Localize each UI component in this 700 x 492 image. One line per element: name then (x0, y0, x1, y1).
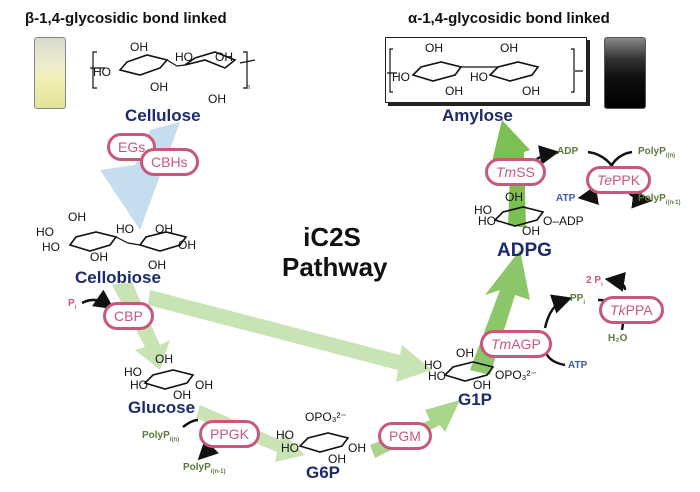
enzyme-pgm: PGM (378, 422, 432, 450)
adpg-ho-2: HO (478, 214, 496, 228)
g6p-opo3: OPO₃²⁻ (305, 410, 347, 424)
cellulose-vial-photo (34, 37, 66, 109)
tkppa-to-2pi-arrow (604, 272, 627, 292)
amylose-ho-1: HO (392, 70, 410, 84)
glucose-ho-1: HO (124, 365, 142, 379)
cellobiose-oh-5: OH (148, 258, 166, 272)
adpg-ho-1: HO (474, 203, 492, 217)
enzyme-tmagp: TmAGP (480, 330, 552, 358)
cofactor-polyp-n: PolyPi(n) (142, 430, 180, 443)
cellobiose-oh-2: OH (90, 250, 108, 264)
amylose-oh-4: OH (522, 84, 540, 98)
g1p-oh-2: OH (473, 378, 491, 392)
cellobiose-oh-4: OH (178, 238, 196, 252)
cellulose-structure (90, 51, 256, 89)
g1p-oh-1: OH (456, 346, 474, 360)
enzyme-cbhs: CBHs (140, 148, 199, 176)
cellulose-oh-4: OH (208, 92, 226, 106)
amylose-label: Amylose (442, 106, 513, 125)
g6p-ho-1: HO (276, 428, 294, 442)
pathway-title-line2: Pathway (282, 252, 388, 282)
cellulose-n-subscript: n (246, 84, 250, 91)
tmagp-to-ppi-arrow (543, 294, 573, 329)
glucose-structure (143, 369, 195, 390)
g6p-oh-1: OH (348, 441, 366, 455)
cellulose-ho-1: HO (93, 65, 111, 79)
g6p-structure (298, 432, 350, 453)
cellobiose-oh-3: OH (155, 222, 173, 236)
cofactor-ppi: PPi (570, 293, 586, 306)
g1p-opo3: OPO₃²⁻ (495, 368, 537, 382)
cellobiose-oh-1: OH (68, 210, 86, 224)
amylose-oh-3: OH (445, 84, 463, 98)
cofactor-h2o: H₂O (608, 333, 628, 344)
cellobiose-to-g1p-arrow (148, 290, 432, 382)
cellulose-oh-3: OH (215, 50, 233, 64)
enzyme-tmss: TmSS (485, 158, 546, 186)
cofactor-polyp-n-1: PolyPi(n-1) (183, 462, 226, 475)
cofactor-atp-bottom: ATP (568, 360, 588, 371)
cellobiose-structure (68, 231, 188, 252)
amylose-structure-box (385, 37, 587, 103)
adpg-oh-1: OH (505, 190, 523, 204)
g1p-ho-2: HO (428, 369, 446, 383)
glucose-ho-2: HO (130, 378, 148, 392)
cellulose-oh-2: OH (150, 80, 168, 94)
glucose-label: Glucose (128, 398, 196, 417)
polyp-in-arrow (182, 418, 199, 428)
alpha-bond-heading: α-1,4-glycosidic bond linked (408, 10, 610, 27)
g6p-oh-2: OH (328, 452, 346, 466)
cofactor-teppk-polyp-n-1: PolyPi(n-1) (638, 193, 681, 206)
cofactor-atp-top: ATP (556, 193, 576, 204)
enzyme-tkppa: TkPPA (599, 296, 664, 324)
adpg-structure (493, 206, 545, 227)
cellulose-ho-2: HO (175, 50, 193, 64)
enzyme-cbp: CBP (103, 302, 154, 330)
g1p-label: G1P (458, 390, 493, 409)
amylose-oh-1: OH (425, 41, 443, 55)
cellobiose-ho-1: HO (36, 225, 54, 239)
cofactor-adp: ADP (557, 146, 579, 157)
adpg-oh-2: OH (522, 224, 540, 238)
beta-bond-heading: β-1,4-glycosidic bond linked (25, 10, 227, 27)
cellobiose-ho-2: HO (42, 240, 60, 254)
pathway-title-line1: iC2S (303, 222, 361, 252)
enzyme-teppk: TePPK (586, 166, 652, 194)
amylose-vial-photo (604, 37, 646, 109)
enzyme-ppgk: PPGK (199, 420, 260, 448)
amylose-ho-2: HO (470, 70, 488, 84)
cellulose-label: Cellulose (125, 106, 201, 125)
pi-to-cbp-arrow (81, 289, 115, 310)
cellobiose-label: Cellobiose (75, 268, 161, 287)
g6p-label: G6P (306, 463, 341, 482)
glucose-oh-1: OH (155, 352, 173, 366)
cellulose-oh-1: OH (130, 40, 148, 54)
g1p-structure (443, 361, 495, 382)
cofactor-teppk-polyp-n: PolyPi(n) (638, 146, 676, 159)
cofactor-2pi: 2 Pi (586, 275, 603, 288)
cellobiose-ho-3: HO (116, 222, 134, 236)
glucose-oh-2: OH (195, 378, 213, 392)
g1p-ho-1: HO (424, 358, 442, 372)
amylose-oh-2: OH (500, 41, 518, 55)
cofactor-pi: Pi (68, 298, 77, 311)
adpg-o-adp: O–ADP (543, 214, 584, 228)
pathway-title: iC2S Pathway (282, 222, 388, 282)
g6p-ho-2: HO (281, 441, 299, 455)
glucose-oh-3: OH (173, 388, 191, 402)
amylose-structure (387, 48, 583, 93)
adpg-label: ADPG (497, 240, 552, 261)
enzyme-egs: EGs (107, 133, 157, 161)
